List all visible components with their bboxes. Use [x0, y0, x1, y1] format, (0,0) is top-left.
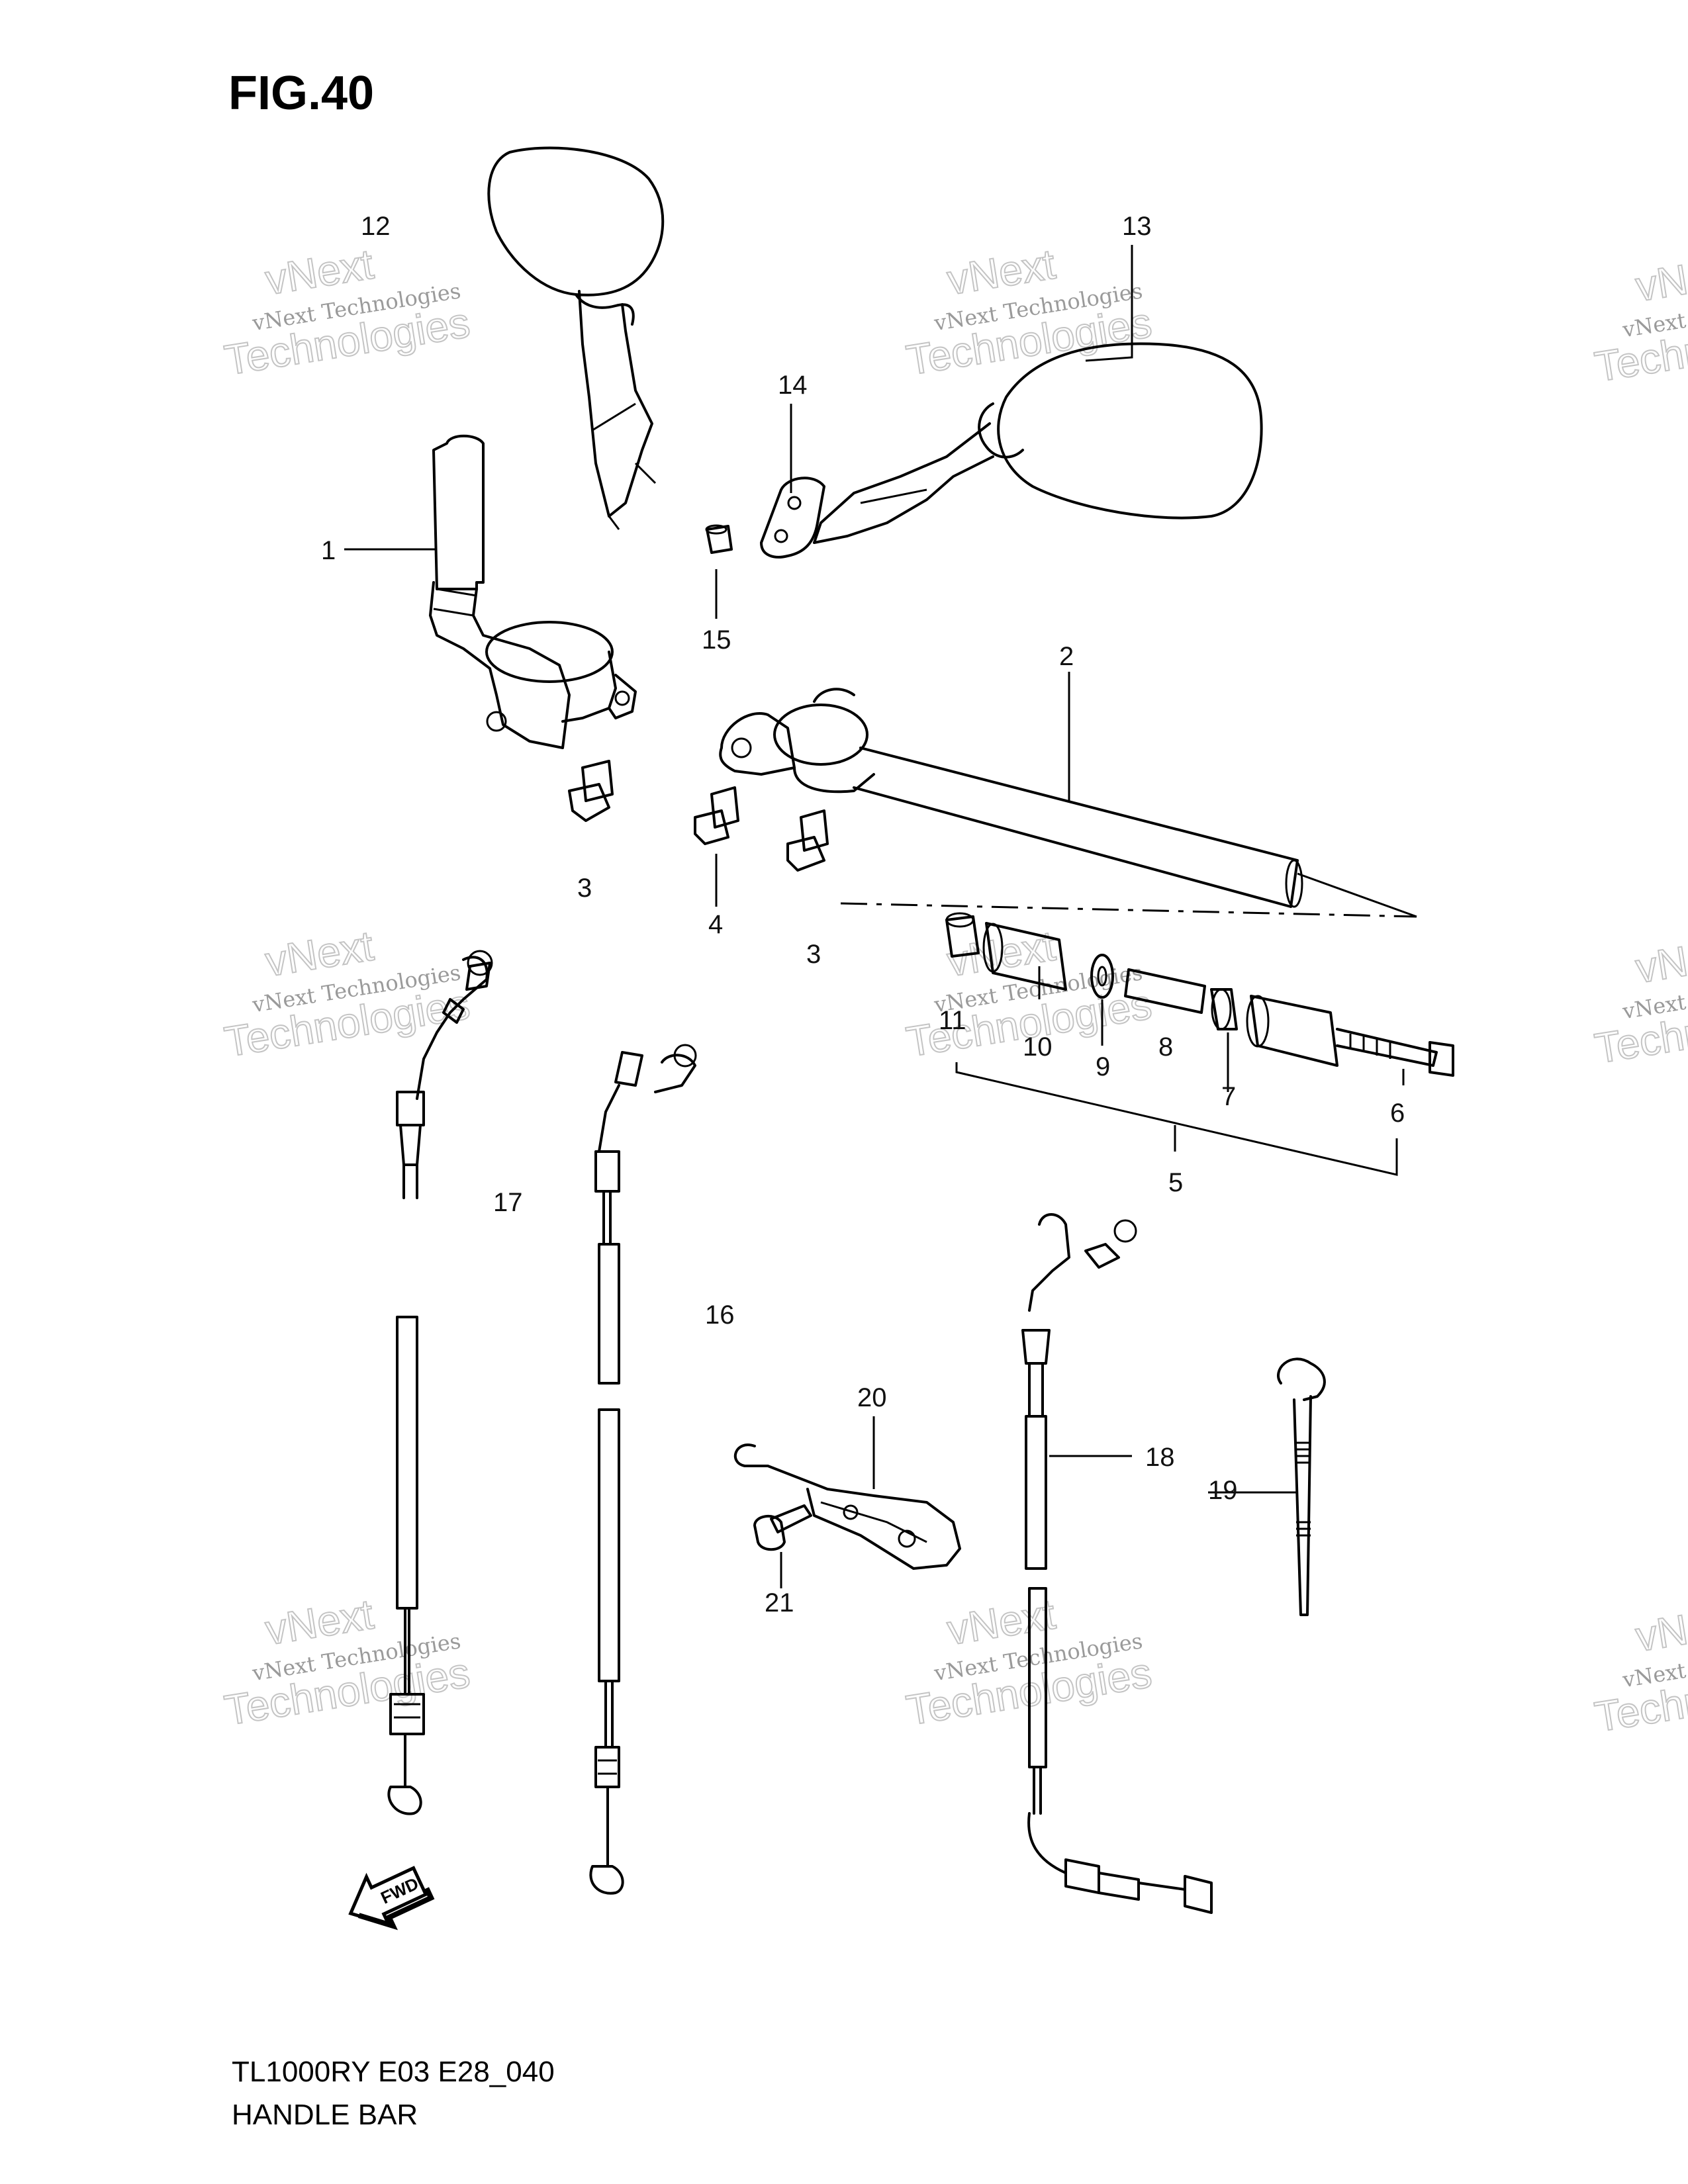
balancer-leader-dash — [840, 902, 1417, 918]
fwd-arrow: FWD — [348, 1866, 435, 1931]
right-handlebar-bolt — [694, 786, 739, 845]
balancer-assembly — [945, 912, 1454, 1077]
assembly-bracket — [955, 1062, 1398, 1176]
callout-9: 9 — [1096, 1052, 1110, 1081]
callout-3-second: 3 — [806, 940, 821, 969]
svg-text:vNext: vNext — [1632, 929, 1688, 993]
right-handlebar — [719, 688, 1303, 908]
callout-5: 5 — [1168, 1168, 1183, 1197]
watermark: vNext vNext Technologies Technologies — [1591, 928, 1688, 1073]
callout-12: 12 — [361, 212, 391, 241]
watermark: vNext vNext Technologies Technologies — [1591, 1596, 1688, 1742]
callout-20: 20 — [857, 1383, 887, 1412]
callout-13: 13 — [1122, 212, 1152, 241]
callout-4: 4 — [708, 910, 723, 939]
cable-tie — [1277, 1357, 1326, 1616]
callout-21: 21 — [765, 1588, 794, 1617]
model-code: TL1000RY E03 E28_040 — [232, 2056, 555, 2088]
watermark: vNext vNext Technologies Technologies — [220, 240, 473, 385]
left-mirror — [487, 146, 665, 530]
throttle-cable-17 — [387, 950, 493, 1815]
callout-6: 6 — [1390, 1099, 1405, 1128]
watermark: vNext vNext Technologies Technologies — [1591, 246, 1688, 392]
left-handlebar-bolt — [568, 760, 614, 822]
svg-text:vNext: vNext — [1632, 247, 1688, 311]
section-name: HANDLE BAR — [232, 2099, 418, 2131]
callout-10: 10 — [1023, 1032, 1053, 1062]
svg-text:vNext: vNext — [1632, 1597, 1688, 1661]
callout-labels: 12 13 14 1 15 2 3 4 3 11 10 9 8 7 6 5 17… — [321, 212, 1405, 1617]
callout-16: 16 — [705, 1300, 735, 1330]
watermark: vNext vNext Technologies Technologies — [902, 1590, 1155, 1735]
pinch-bolt — [786, 809, 829, 872]
callout-8: 8 — [1158, 1032, 1173, 1062]
callout-19: 19 — [1208, 1476, 1238, 1505]
callout-3: 3 — [577, 874, 592, 903]
clutch-cable-18 — [1021, 1213, 1213, 1914]
callout-7: 7 — [1221, 1082, 1236, 1111]
bracket-screw — [753, 1504, 812, 1551]
callout-11: 11 — [939, 1006, 966, 1035]
cable-guide-bracket — [733, 1443, 961, 1570]
leader-lines — [344, 245, 1297, 1588]
mirror-cap — [705, 524, 733, 554]
mirror-gasket — [760, 477, 825, 559]
callout-1: 1 — [321, 536, 336, 565]
watermark: vNext vNext Technologies Technologies — [902, 240, 1155, 385]
callout-2: 2 — [1059, 642, 1074, 671]
throttle-cable-16 — [589, 1044, 697, 1895]
callout-15: 15 — [702, 625, 731, 655]
balancer-leader-line — [1297, 872, 1417, 918]
right-mirror — [813, 342, 1263, 544]
watermark: vNext vNext Technologies Technologies — [220, 921, 473, 1067]
callout-18: 18 — [1145, 1443, 1175, 1472]
callout-17: 17 — [493, 1188, 523, 1217]
callout-14: 14 — [778, 371, 808, 400]
left-handlebar — [429, 434, 637, 749]
figure-title: FIG.40 — [228, 67, 374, 120]
watermark: vNext vNext Technologies Technologies — [220, 1590, 473, 1735]
